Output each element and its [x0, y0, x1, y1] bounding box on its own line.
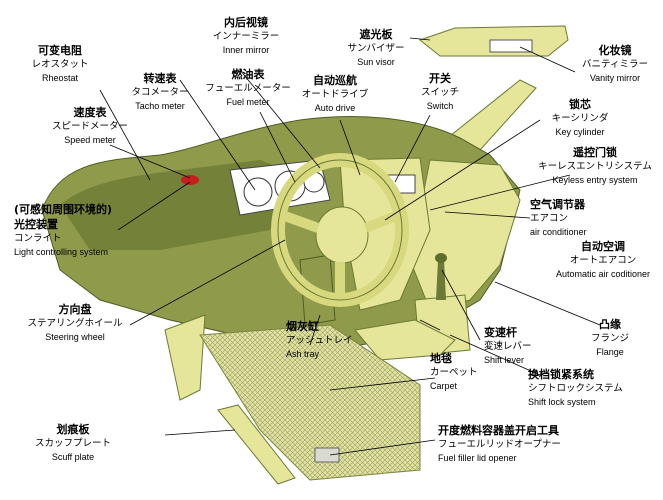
- label-zh: 自动巡航: [313, 74, 357, 87]
- label-auto-air: 自动空调 オートエアコン Automatic air coditioner: [546, 240, 660, 280]
- label-en: Switch: [426, 100, 454, 111]
- label-ja: バニティミラー: [582, 58, 648, 70]
- label-en: Fuel meter: [226, 96, 270, 107]
- label-ja: レオスタット: [31, 58, 89, 70]
- label-carpet: 地毯 カーペット Carpet: [430, 352, 490, 392]
- label-ja: ステアリングホイール: [27, 317, 123, 329]
- label-zh: 自动空调: [581, 240, 625, 253]
- label-zh: 锁芯: [569, 98, 591, 111]
- label-zh: 方向盘: [58, 303, 92, 316]
- label-keyless-entry: 遥控门锁 キーレスエントリシステム Keyless entry system: [530, 146, 660, 186]
- label-scuff-plate: 划痕板 スカッフプレート Scuff plate: [18, 423, 128, 463]
- label-zh: 烟灰缸: [286, 320, 319, 333]
- label-steering-wheel: 方向盘 ステアリングホイール Steering wheel: [20, 303, 130, 343]
- label-en: Ash tray: [286, 348, 320, 359]
- label-ja: サンバイザー: [347, 42, 405, 54]
- label-zh: (可感知周围环境的): [14, 203, 113, 216]
- label-en: Shift lock system: [528, 396, 596, 407]
- label-en: Keyless entry system: [552, 174, 638, 185]
- label-zh: 地毯: [430, 352, 452, 365]
- label-tacho-meter: 转速表 タコメーター Tacho meter: [110, 72, 210, 112]
- label-en: air conditioner: [530, 226, 587, 237]
- label-ja: シフトロックシステム: [528, 382, 623, 394]
- label-zh: 换档锁紧系统: [528, 368, 594, 381]
- label-ja: アッシュトレイ: [286, 334, 353, 346]
- label-ja: インナーミラー: [212, 30, 280, 42]
- label-auto-drive: 自动巡航 オートドライブ Auto drive: [290, 74, 380, 114]
- label-zh: 速度表: [73, 106, 107, 119]
- label-shift-lock: 换档锁紧系统 シフトロックシステム Shift lock system: [528, 368, 638, 408]
- label-zh: 转速表: [143, 72, 177, 85]
- label-zh: 内后视镜: [224, 16, 268, 29]
- label-en: Tacho meter: [135, 100, 185, 111]
- scuff-plate: [217, 404, 296, 485]
- label-en: Scuff plate: [51, 451, 95, 462]
- label-en: Auto drive: [314, 102, 356, 113]
- label-zh: 开关: [429, 72, 451, 85]
- label-ja: オートエアコン: [569, 254, 637, 266]
- label-rheostat: 可变电阻 レオスタット Rheostat: [10, 44, 110, 84]
- label-en: Light controlling system: [14, 246, 109, 257]
- label-ja: オートドライブ: [301, 88, 369, 100]
- label-en: Steering wheel: [45, 331, 105, 342]
- label-ja: フューエルメーター: [205, 82, 291, 94]
- label-shift-lever: 变速杆 変速レバー Shift lever: [484, 326, 554, 366]
- label-en: Speed meter: [64, 134, 116, 145]
- label-ja: スカッフプレート: [34, 437, 111, 449]
- label-ja: スイッチ: [420, 86, 459, 98]
- label-ja: カーペット: [430, 366, 478, 378]
- label-ja: エアコン: [530, 212, 569, 224]
- label-zh: 开度燃料容器盖开启工具: [438, 424, 559, 437]
- label-en: Fuel filler lid opener: [438, 452, 517, 463]
- label-en: Automatic air coditioner: [555, 268, 651, 279]
- label-zh-2: 光控装置: [14, 217, 58, 231]
- label-ja: キーレスエントリシステム: [538, 160, 652, 172]
- label-ja: 変速レバー: [484, 340, 532, 352]
- label-air-conditioner: 空气调节器 エアコン air conditioner: [530, 198, 610, 242]
- label-zh: 遥控门锁: [573, 146, 617, 159]
- label-zh: 变速杆: [484, 326, 517, 339]
- label-ja: フューエルリッドオープナー: [438, 438, 561, 450]
- label-fuel-meter: 燃油表 フューエルメーター Fuel meter: [196, 68, 300, 108]
- label-zh: 化妆镜: [598, 44, 632, 57]
- left-door-panel: [164, 314, 206, 401]
- label-fuel-lid-opener: 开度燃料容器盖开启工具 フューエルリッドオープナー Fuel filler li…: [438, 424, 588, 464]
- label-en: Flange: [596, 346, 624, 357]
- label-zh: 划痕板: [56, 423, 90, 436]
- label-ja: スピードメーター: [51, 120, 128, 132]
- label-en: Shift lever: [484, 354, 525, 365]
- label-key-cylinder: 锁芯 キーシリンダ Key cylinder: [540, 98, 620, 138]
- label-en: Sun visor: [357, 56, 395, 67]
- label-zh: 空气调节器: [530, 198, 585, 211]
- label-en: Carpet: [430, 380, 458, 391]
- label-zh: 可变电阻: [38, 44, 82, 57]
- label-flange: 凸缘 フランジ Flange: [580, 318, 640, 358]
- label-vanity-mirror: 化妆镜 バニティミラー Vanity mirror: [572, 44, 658, 84]
- label-light-control: (可感知周围环境的) 光控装置 コンライト Light controlling …: [14, 203, 144, 258]
- light-sensor: [181, 175, 199, 185]
- sun-visor: [418, 25, 569, 57]
- label-en: Rheostat: [41, 72, 79, 83]
- label-zh: 凸缘: [599, 318, 621, 331]
- carpet: [199, 324, 421, 481]
- label-inner-mirror: 内后视镜 インナーミラー Inner mirror: [196, 16, 296, 56]
- label-ja: キーシリンダ: [551, 112, 609, 124]
- leader-lines: [99, 37, 601, 456]
- label-sun-visor: 遮光板 サンバイザー Sun visor: [336, 28, 416, 68]
- label-ja: タコメーター: [131, 86, 189, 98]
- label-ja: フランジ: [590, 332, 629, 344]
- label-ja: コンライト: [14, 232, 62, 244]
- label-zh: 燃油表: [231, 68, 265, 81]
- label-en: Key cylinder: [555, 126, 605, 137]
- label-en: Vanity mirror: [589, 72, 641, 83]
- label-switch: 开关 スイッチ Switch: [410, 72, 470, 112]
- fuel-lid-opener: [314, 447, 340, 463]
- label-speed-meter: 速度表 スピードメーター Speed meter: [40, 106, 140, 146]
- label-en: Inner mirror: [222, 44, 270, 55]
- vanity-mirror: [489, 39, 533, 53]
- label-ash-tray: 烟灰缸 アッシュトレイ Ash tray: [286, 320, 366, 360]
- label-zh: 遮光板: [359, 28, 393, 41]
- steering-wheel: [271, 153, 409, 307]
